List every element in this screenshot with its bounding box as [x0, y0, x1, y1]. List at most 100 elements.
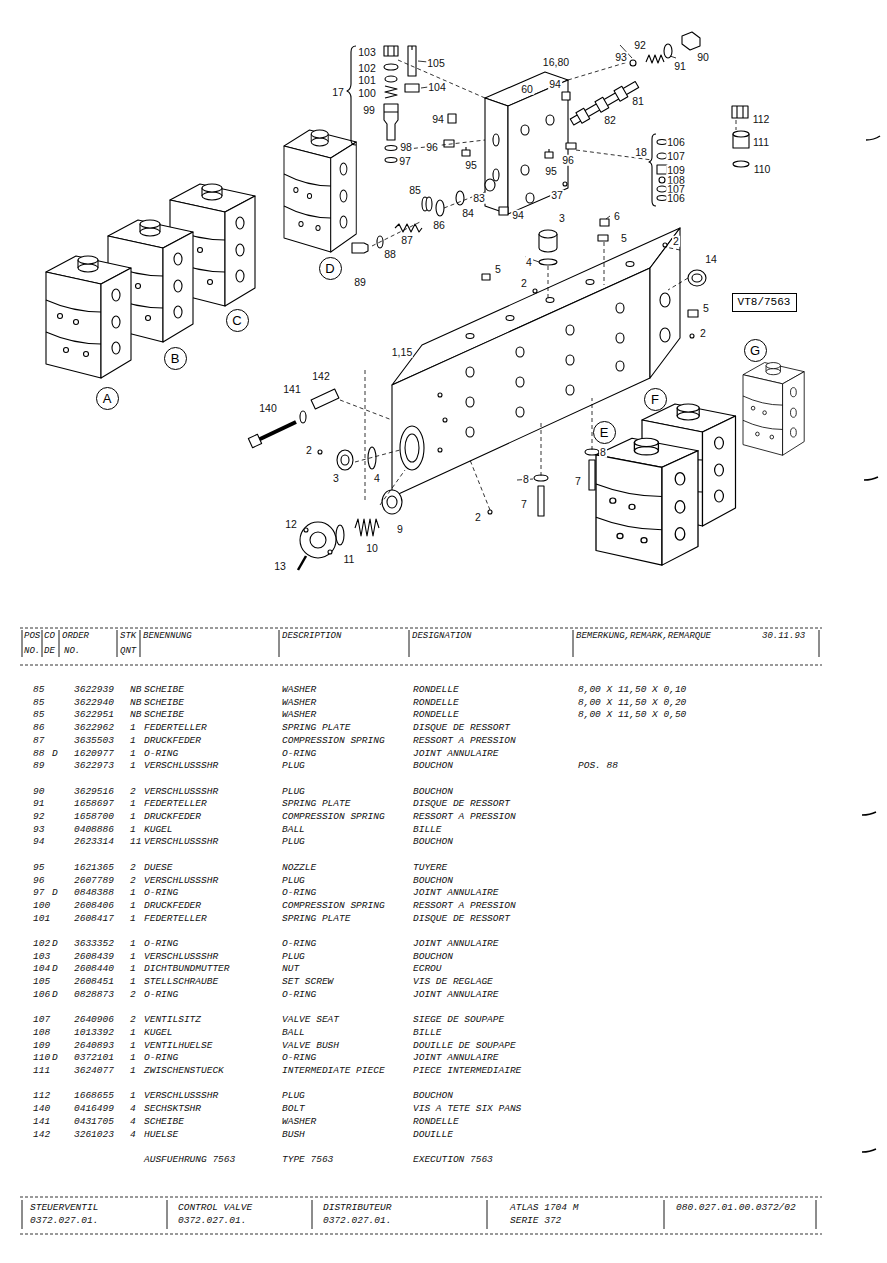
- table-cell: DISQUE DE RESSORT: [413, 723, 510, 733]
- callout-number: 12: [284, 519, 298, 530]
- table-cell: 8,00 X 11,50 X 0,10: [578, 685, 686, 695]
- table-cell: 88: [33, 749, 44, 759]
- callout-number: 3: [558, 213, 566, 224]
- table-cell: 2: [130, 876, 136, 886]
- table-cell: 1620977: [74, 749, 114, 759]
- callout-number: 7: [520, 499, 528, 510]
- table-cell: PIECE INTERMEDIAIRE: [413, 1066, 521, 1076]
- table-cell: 1: [130, 965, 136, 975]
- table-cell: 2608451: [74, 977, 114, 987]
- table-cell: 112: [33, 1092, 50, 1102]
- callout-number: 111: [752, 137, 770, 148]
- table-cell: D: [52, 749, 58, 759]
- table-cell: 1: [130, 1041, 136, 1051]
- table-cell: DRUCKFEDER: [144, 812, 201, 822]
- table-cell: WASHER: [282, 711, 316, 721]
- table-cell: 85: [33, 711, 44, 721]
- node-label: G: [750, 344, 760, 357]
- table-cell: 2640906: [74, 1015, 114, 1025]
- table-cell: RESSORT A PRESSION: [413, 736, 516, 746]
- table-cell: WASHER: [282, 1117, 316, 1127]
- table-cell: BOUCHON: [413, 876, 453, 886]
- section-letter-circle: A: [96, 387, 119, 410]
- table-cell: 92: [33, 812, 44, 822]
- table-cell: SECHSKTSHR: [144, 1104, 201, 1114]
- table-cell: 111: [33, 1066, 50, 1076]
- table-cell: 107: [33, 1015, 50, 1025]
- table-cell: D: [52, 965, 58, 975]
- callout-number: 95: [464, 160, 478, 171]
- callout-number: 101: [357, 75, 377, 86]
- table-cell: EXECUTION 7563: [413, 1155, 493, 1165]
- callout-number: 104: [427, 82, 447, 93]
- table-cell: 1: [130, 952, 136, 962]
- callout-number: 1,15: [391, 347, 413, 358]
- table-cell: STELLSCHRAUBE: [144, 977, 218, 987]
- table-cell: 96: [33, 876, 44, 886]
- table-cell: 2608440: [74, 965, 114, 975]
- table-cell: DOUILLE DE SOUPAPE: [413, 1041, 516, 1051]
- table-cell: 2607789: [74, 876, 114, 886]
- table-cell: 1: [130, 901, 136, 911]
- table-cell: O-RING: [282, 1054, 316, 1064]
- table-cell: NUT: [282, 965, 299, 975]
- table-cell: DRUCKFEDER: [144, 736, 201, 746]
- table-cell: 101: [33, 914, 50, 924]
- table-cell: 141: [33, 1117, 50, 1127]
- callout-number: 8: [522, 474, 530, 485]
- table-cell: SCHEIBE: [144, 698, 184, 708]
- table-cell: 2: [130, 863, 136, 873]
- table-cell: FEDERTELLER: [144, 800, 207, 810]
- callout-number: 91: [673, 61, 687, 72]
- table-cell: VENTILHUELSE: [144, 1041, 212, 1051]
- node-label: E: [600, 426, 609, 439]
- table-cell: 3624077: [74, 1066, 114, 1076]
- table-cell: RONDELLE: [413, 685, 459, 695]
- table-cell: BILLE: [413, 825, 442, 835]
- table-cell: 1: [130, 1054, 136, 1064]
- table-cell: VERSCHLUSSSHR: [144, 787, 218, 797]
- table-cell: 100: [33, 901, 50, 911]
- table-cell: VERSCHLUSSSHR: [144, 761, 218, 771]
- callout-number: 97: [398, 156, 412, 167]
- callout-number: 83: [472, 193, 486, 204]
- section-letter-circle: D: [319, 257, 342, 280]
- table-cell: 1: [130, 825, 136, 835]
- table-header-cell: CO: [44, 632, 55, 641]
- table-cell: 2: [130, 1015, 136, 1025]
- table-cell: 89: [33, 761, 44, 771]
- table-header-cell: ORDER: [62, 632, 89, 641]
- callout-number: 92: [633, 40, 647, 51]
- table-cell: 3622951: [74, 711, 114, 721]
- callout-number: 10: [365, 543, 379, 554]
- callout-number: 96: [561, 155, 575, 166]
- callout-number: 11: [343, 554, 356, 565]
- table-cell: RESSORT A PRESSION: [413, 901, 516, 911]
- table-cell: 1: [130, 749, 136, 759]
- table-cell: BOUCHON: [413, 1092, 453, 1102]
- callout-number: 107: [666, 151, 686, 162]
- table-header-cell: DE: [44, 647, 55, 656]
- table-cell: RESSORT A PRESSION: [413, 812, 516, 822]
- table-cell: 3635503: [74, 736, 114, 746]
- callout-number: 141: [282, 384, 302, 395]
- table-cell: 3622962: [74, 723, 114, 733]
- table-cell: PLUG: [282, 838, 305, 848]
- table-cell: NB: [130, 698, 141, 708]
- table-cell: D: [52, 888, 58, 898]
- table-cell: 93: [33, 825, 44, 835]
- table-cell: 2608439: [74, 952, 114, 962]
- title-block-text: 080.027.01.00.0372/02: [676, 1203, 796, 1213]
- table-cell: 90: [33, 787, 44, 797]
- table-cell: VIS DE REGLAGE: [413, 977, 493, 987]
- table-cell: 2608406: [74, 901, 114, 911]
- table-cell: 1: [130, 812, 136, 822]
- table-cell: 1658700: [74, 812, 114, 822]
- table-header-cell: DESIGNATION: [412, 632, 471, 641]
- table-cell: 3629516: [74, 787, 114, 797]
- table-cell: 1: [130, 1028, 136, 1038]
- table-cell: TYPE 7563: [282, 1155, 333, 1165]
- callout-number: 100: [357, 88, 377, 99]
- callout-number: 85: [408, 185, 422, 196]
- table-cell: 109: [33, 1041, 50, 1051]
